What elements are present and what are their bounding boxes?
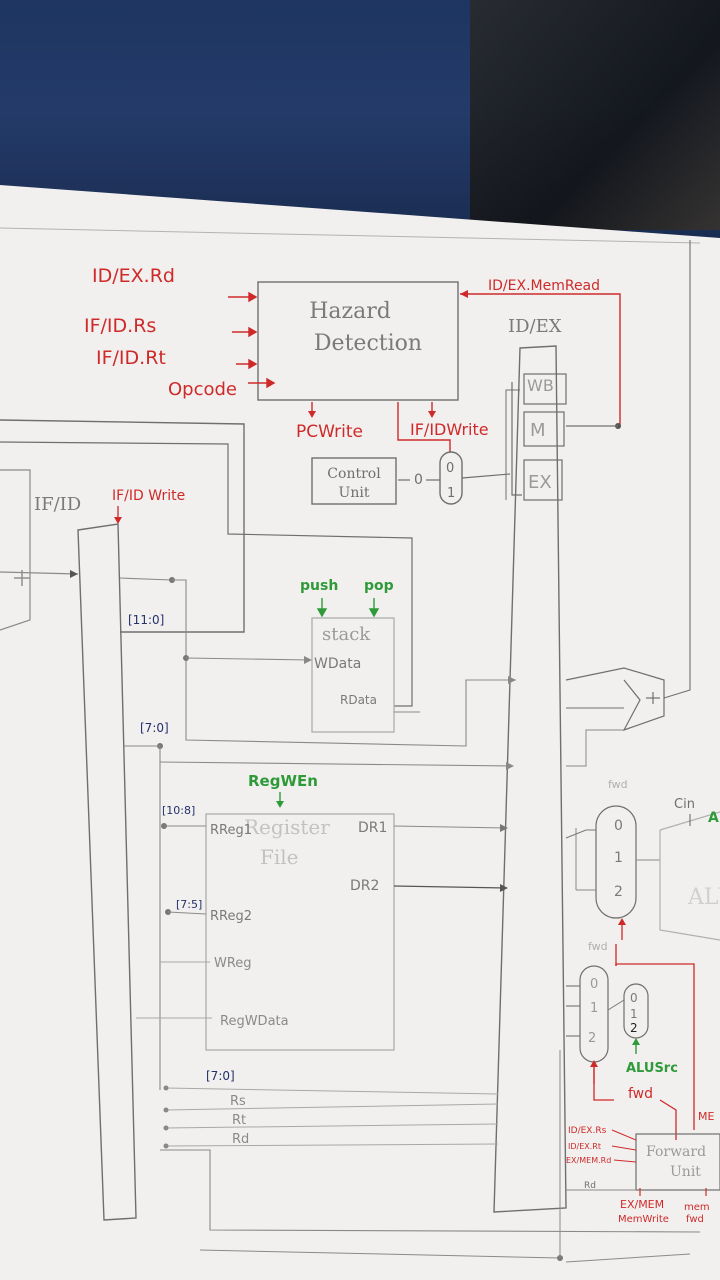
control-unit-label-1: Control [327,466,381,482]
smux-0: 0 [630,991,638,1005]
wreg-label: WReg [214,956,252,971]
id-ex-memread-label: ID/EX.MemRead [488,278,600,294]
push-label: push [300,578,338,594]
pc-write-label: PCWrite [296,422,363,442]
opcode-label: Opcode [168,379,237,400]
regwdata-label: RegWData [220,1014,289,1029]
id-ex-rs-label: ID/EX.Rs [568,1126,607,1136]
id-ex-label: ID/EX [508,316,562,337]
a-edge-label: A [708,810,719,826]
fmux-1: 1 [614,850,623,866]
bits-7-5-label: [7:5] [176,898,202,911]
exmem-rd-label: EX/MEM.Rd [566,1156,611,1165]
me-edge-label: ME [698,1110,714,1123]
cmux-1: 1 [447,486,455,501]
hazard-label-2: Detection [314,331,422,356]
ex-field: EX [528,472,552,493]
rreg1-label: RReg1 [210,823,252,838]
rdata-label: RData [340,693,377,707]
id-ex-rd-label: ID/EX.Rd [92,265,175,287]
fwd-b-label: fwd [588,940,608,953]
exmem-memwrite-label-1: EX/MEM [620,1198,664,1211]
rd-label: Rd [232,1132,249,1147]
fwd-c-label: fwd [628,1086,653,1102]
bmux-2: 2 [588,1031,596,1046]
smux-2: 2 [630,1021,638,1035]
bmux-1: 1 [590,1001,598,1016]
if-id-label: IF/ID [34,494,81,515]
smux-1: 1 [630,1007,638,1021]
stack-label: stack [322,624,371,645]
dr1-label: DR1 [358,820,387,836]
cmux-0: 0 [446,461,454,476]
register-label: Register [244,815,330,839]
bits-10-8-label: [10:8] [162,804,195,817]
fmux-2: 2 [614,884,623,900]
exmem-memwrite-label-2: MemWrite [618,1214,669,1225]
if-id-rt-label: IF/ID.Rt [96,347,166,369]
alu-label: ALU [687,885,720,910]
control-zero-label: 0 [414,472,423,488]
bits-7-0-a-label: [7:0] [140,721,169,735]
forward-unit-label-2: Unit [670,1164,701,1180]
if-id-write-top-label: IF/IDWrite [410,420,489,439]
pop-label: pop [364,578,394,594]
forward-unit-label-1: Forward [646,1144,706,1160]
mem-fwd-label-2: fwd [686,1214,704,1225]
file-label: File [260,845,299,869]
wb-field: WB [527,376,554,395]
control-unit-label-2: Unit [339,485,370,501]
if-id-rs-label: IF/ID.Rs [84,315,156,337]
hazard-label-1: Hazard [309,299,391,324]
cin-label: Cin [674,797,695,812]
wdata-label: WData [314,656,361,672]
fwd-a-label: fwd [608,778,628,791]
mem-fwd-label-1: mem [684,1202,710,1213]
regwen-label: RegWEn [248,772,318,790]
id-ex-rt-label: ID/EX.Rt [568,1142,601,1151]
m-field: M [530,420,546,441]
dr2-label: DR2 [350,878,379,894]
fmux-0: 0 [614,818,623,834]
bits-11-0-label: [11:0] [128,613,164,627]
rs-label: Rs [230,1094,246,1109]
rt-label: Rt [232,1113,246,1128]
if-id-write-side-label: IF/ID Write [112,488,185,504]
alusrc-label: ALUSrc [626,1061,678,1076]
rreg2-label: RReg2 [210,909,252,924]
bits-7-0-b-label: [7:0] [206,1069,235,1083]
bmux-0: 0 [590,977,598,992]
